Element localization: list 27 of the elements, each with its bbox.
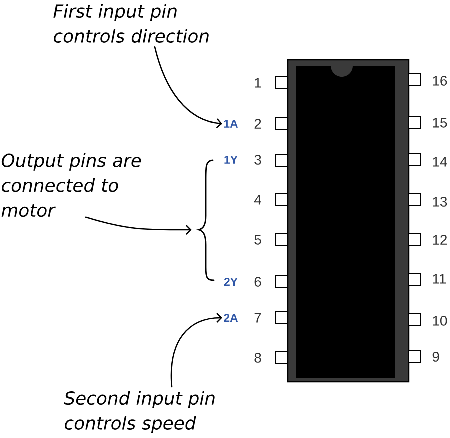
- arrow: [154, 46, 222, 129]
- pin-label: 2A: [224, 314, 238, 322]
- pin-number: 7: [254, 313, 262, 323]
- pin-number: 5: [254, 235, 262, 245]
- annotation-text: First input pin controls direction: [54, 4, 209, 43]
- arrow: [170, 313, 222, 388]
- pin-number: 11: [433, 274, 446, 284]
- arrow: [85, 216, 192, 235]
- pin-number: 12: [433, 235, 448, 245]
- pin-number: 1: [255, 78, 262, 88]
- pin-number: 9: [432, 352, 440, 362]
- pin-number: 4: [254, 195, 262, 205]
- pin-number: 15: [433, 118, 448, 128]
- pin-number: 6: [254, 277, 262, 287]
- pin-label: 2Y: [224, 278, 238, 286]
- pin-number: 16: [433, 76, 448, 86]
- pin-number: 8: [254, 353, 262, 363]
- pin-label: 1A: [224, 120, 238, 128]
- annotation-text: Output pins are connected to motor: [2, 154, 142, 218]
- pin-label: 1Y: [224, 156, 238, 164]
- annotation-text: Second input pin controls speed: [64, 391, 215, 434]
- pin-number: 2: [254, 119, 262, 129]
- pin-number: 10: [433, 316, 448, 326]
- curly-brace: [198, 160, 215, 282]
- pin-number: 3: [254, 155, 262, 165]
- pin-number: 14: [433, 157, 448, 167]
- pin-number: 13: [433, 197, 448, 207]
